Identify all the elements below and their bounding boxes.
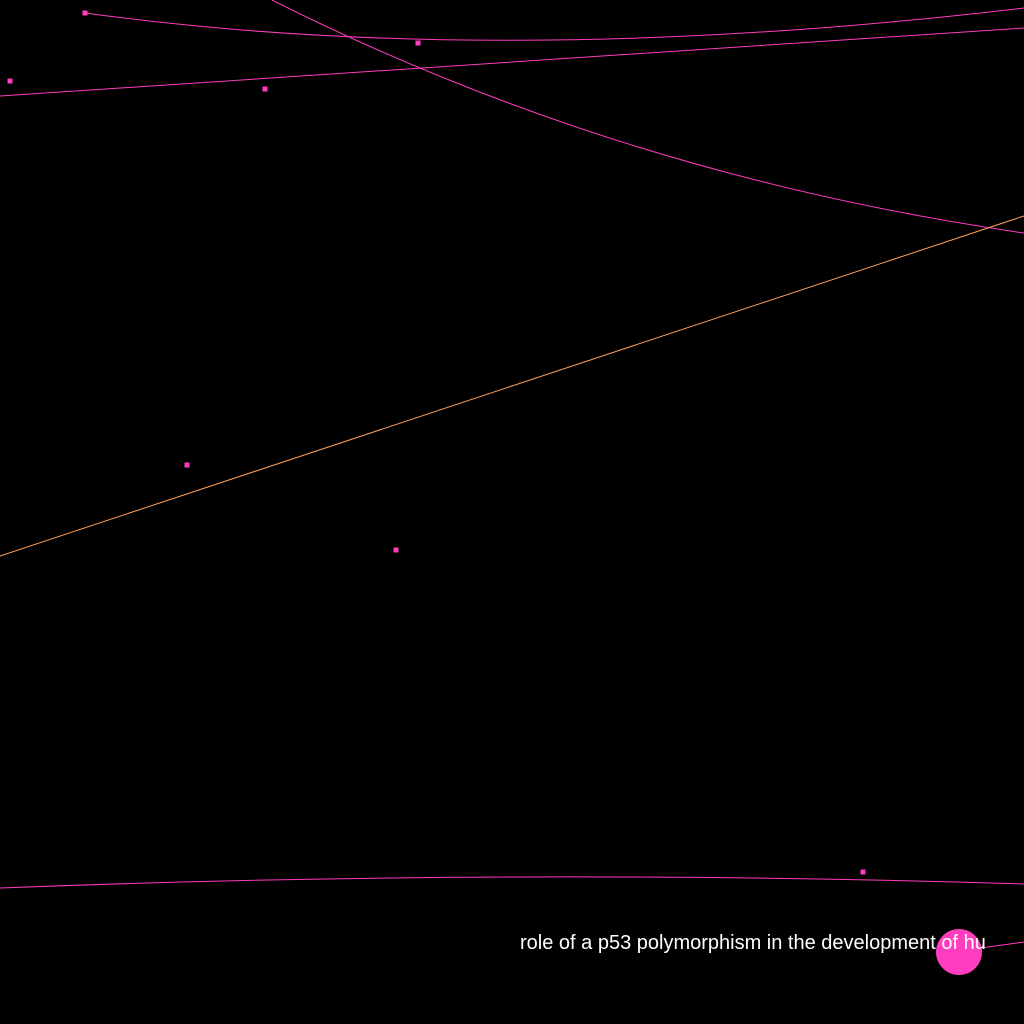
graph-node[interactable] <box>393 547 399 553</box>
graph-node[interactable] <box>82 10 88 16</box>
graph-node[interactable] <box>860 869 866 875</box>
labels-layer: role of a p53 polymorphism in the develo… <box>520 932 986 954</box>
graph-edge <box>271 0 1024 234</box>
focus-node-label: role of a p53 polymorphism in the develo… <box>520 932 986 954</box>
graph-node[interactable] <box>262 86 268 92</box>
graph-edge <box>0 27 1024 97</box>
graph-node[interactable] <box>184 462 190 468</box>
graph-edge <box>84 7 1024 41</box>
graph-node[interactable] <box>7 78 13 84</box>
graph-edge <box>0 876 1024 889</box>
graph-edge-highlight <box>0 215 1024 557</box>
graph-node[interactable] <box>415 40 421 46</box>
focus-node[interactable] <box>936 929 982 975</box>
nodes-layer <box>7 10 982 975</box>
